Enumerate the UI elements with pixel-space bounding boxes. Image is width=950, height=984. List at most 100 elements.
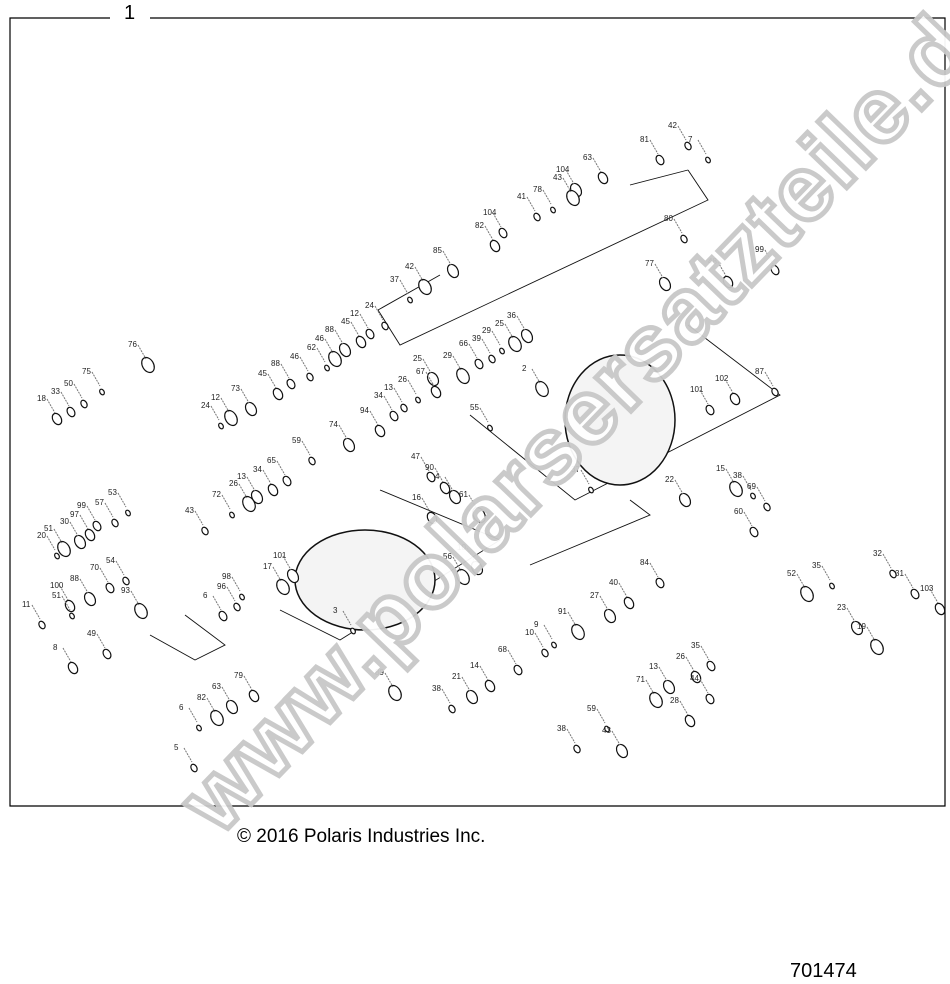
leader-line: [262, 469, 272, 485]
assembly-frame: [9, 17, 946, 807]
part-shape: [910, 588, 920, 600]
leader-line: [466, 547, 476, 563]
leader-line: [442, 250, 452, 266]
part-shape: [680, 234, 688, 244]
callout-101: 101: [690, 385, 704, 394]
leader-line: [611, 730, 621, 746]
callout-72: 72: [212, 490, 221, 499]
part-shape: [684, 714, 696, 728]
callout-26: 26: [229, 479, 238, 488]
leader-line: [674, 479, 684, 495]
leader-line: [479, 665, 489, 681]
callout-6: 6: [203, 591, 208, 600]
callout-56: 56: [443, 552, 452, 561]
callout-29: 29: [443, 351, 452, 360]
callout-43: 43: [553, 173, 562, 182]
callout-70: 70: [90, 563, 99, 572]
callout-88: 88: [325, 325, 334, 334]
callout-88: 88: [271, 359, 280, 368]
part-shape: [615, 743, 629, 759]
leader-line: [399, 279, 409, 295]
leader-line: [764, 249, 774, 265]
part-shape: [407, 296, 413, 304]
leader-line: [53, 528, 63, 544]
part-shape: [67, 661, 79, 675]
part-shape: [365, 328, 375, 340]
leader-line: [407, 379, 417, 395]
leader-line: [526, 196, 536, 212]
leader-line: [221, 494, 231, 510]
callout-101: 101: [273, 551, 287, 560]
leader-line: [46, 535, 56, 551]
callout-54: 54: [106, 556, 115, 565]
callout-57: 57: [95, 498, 104, 507]
part-shape: [324, 364, 330, 372]
leader-line: [231, 576, 241, 592]
part-shape: [201, 526, 209, 536]
part-shape: [533, 212, 541, 222]
leader-line: [206, 697, 216, 713]
callout-61: 61: [459, 490, 468, 499]
part-shape: [239, 593, 245, 601]
leader-line: [91, 371, 101, 387]
callout-24: 24: [365, 301, 374, 310]
part-shape: [550, 206, 556, 214]
callout-13: 13: [649, 662, 658, 671]
callout-42: 42: [668, 121, 677, 130]
callout-26: 26: [676, 652, 685, 661]
part-shape: [233, 602, 241, 612]
callout-13: 13: [384, 383, 393, 392]
leader-line: [743, 511, 753, 527]
part-shape: [282, 475, 292, 487]
callout-40: 40: [609, 578, 618, 587]
assembly-number: 1: [118, 2, 142, 25]
leader-line: [700, 645, 710, 661]
part-shape: [141, 356, 155, 374]
leader-line: [461, 676, 471, 692]
leader-line: [393, 387, 403, 403]
callout-17: 17: [263, 562, 272, 571]
leader-line: [334, 329, 344, 345]
callout-30: 30: [60, 517, 69, 526]
leader-line: [685, 656, 695, 672]
leader-line: [59, 585, 69, 601]
part-shape: [355, 335, 367, 349]
part-shape: [92, 520, 102, 532]
callout-79: 79: [234, 671, 243, 680]
part-shape: [541, 648, 549, 658]
callout-75: 75: [82, 367, 91, 376]
callout-82: 82: [475, 221, 484, 230]
part-shape: [229, 511, 235, 519]
callout-20: 20: [37, 531, 46, 540]
leader-line: [592, 157, 602, 173]
leader-line: [342, 610, 352, 626]
callout-63: 63: [212, 682, 221, 691]
part-shape: [122, 576, 130, 586]
callout-24: 24: [201, 401, 210, 410]
part-shape: [706, 660, 716, 672]
leader-line: [542, 189, 552, 205]
leader-line: [507, 649, 517, 665]
callout-46: 46: [315, 334, 324, 343]
leader-line: [61, 595, 71, 611]
part-shape: [306, 372, 314, 382]
callout-44: 44: [690, 674, 699, 683]
leader-line: [194, 510, 204, 526]
leader-line: [115, 560, 125, 576]
leader-line: [654, 263, 664, 279]
leader-line: [717, 261, 727, 277]
callout-32: 32: [873, 549, 882, 558]
leader-line: [882, 553, 892, 569]
leader-line: [240, 388, 250, 404]
callout-104: 104: [483, 208, 497, 217]
leader-line: [280, 363, 290, 379]
leader-line: [369, 410, 379, 426]
part-shape: [603, 608, 617, 624]
leader-line: [764, 371, 774, 387]
leader-line: [725, 468, 735, 484]
leader-line: [350, 321, 360, 337]
leader-line: [79, 514, 89, 530]
callout-16: 16: [412, 493, 421, 502]
callout-10: 10: [457, 543, 466, 552]
leader-line: [69, 521, 79, 537]
